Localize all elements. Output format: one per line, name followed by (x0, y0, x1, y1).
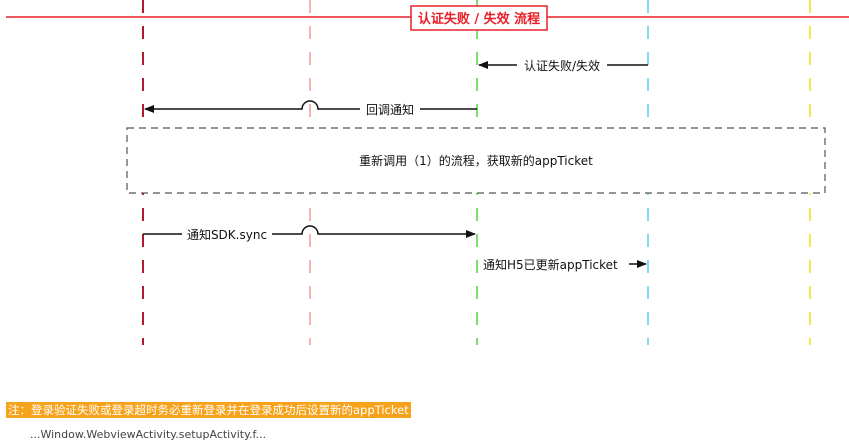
message-notify-h5: 通知H5已更新appTicket (481, 256, 647, 272)
message-callback: 回调通知 (145, 101, 477, 117)
lifelines (142, 0, 811, 345)
warning-note: 注：登录验证失败或登录超时务必重新登录并在登录成功后设置新的appTicket (6, 402, 411, 418)
message-notify-sdk-label: 通知SDK.sync (187, 228, 267, 242)
message-notify-sdk: 通知SDK.sync (143, 226, 475, 242)
message-auth-failed: 认证失败/失效 (478, 57, 648, 73)
section-title-box (410, 5, 548, 31)
partial-code-text: ...Window.WebviewActivity.setupActivity.… (30, 428, 267, 441)
reinvoke-box (126, 127, 826, 194)
reinvoke-box-text: 重新调用（1）的流程，获取新的appTicket (359, 153, 593, 168)
message-notify-h5-label: 通知H5已更新appTicket (483, 257, 618, 272)
section-title: 认证失败 / 失效 流程 (418, 11, 540, 27)
message-callback-label: 回调通知 (366, 103, 414, 117)
message-auth-failed-label: 认证失败/失效 (524, 58, 600, 73)
